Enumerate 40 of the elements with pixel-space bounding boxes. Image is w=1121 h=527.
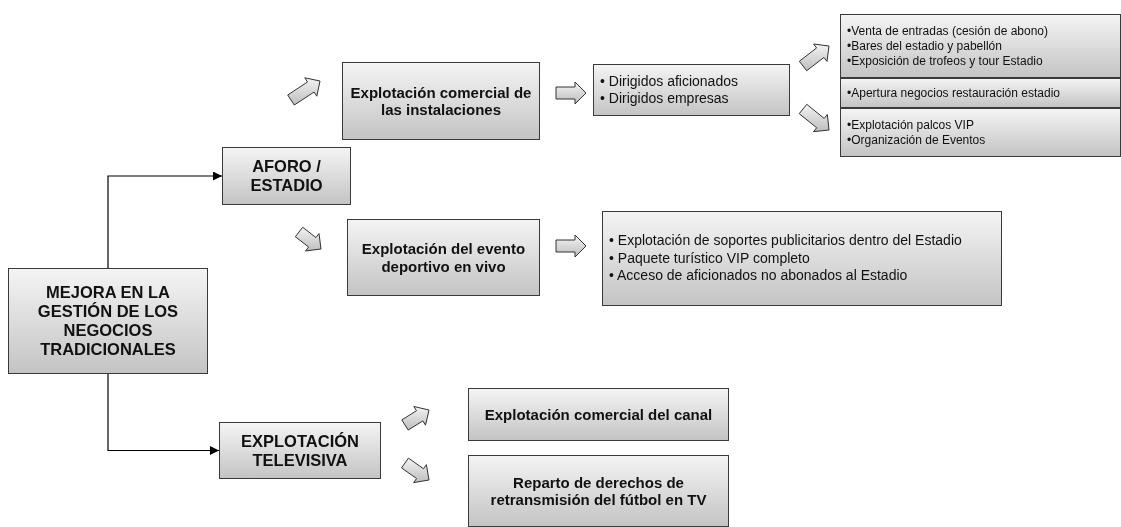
block-arrow [401,406,430,431]
block-arrow [401,457,430,484]
process-box [840,14,1121,78]
bullet-item: •Apertura negocios restauración estadio [847,85,1061,101]
process-box [347,219,540,296]
block-arrow [798,43,830,72]
block-arrow [798,103,830,133]
bullet-item: •Organización de Eventos [847,132,987,148]
process-box [342,62,540,140]
process-box [840,108,1121,157]
block-arrow [287,77,321,106]
process-box [219,422,381,479]
bullet-item: • Dirigidos empresas [600,90,730,108]
bullet-item: •Exposición de trofeos y tour Estadio [847,53,1044,69]
bullet-item: • Explotación de soportes publicitarios dentro del Estadio [609,232,963,250]
bullet-item: • Paquete turístico VIP completo [609,249,811,268]
process-box [468,455,729,527]
block-arrow [555,81,587,105]
block-arrow [555,234,587,258]
box-label: Reparto de derechos de retransmisión del fútbol en TV [489,473,708,509]
block-arrow [294,226,322,252]
process-box [602,211,1002,306]
process-box [222,147,351,205]
process-box [593,64,790,116]
connector-arrow [107,171,223,269]
box-label: EXPLOTACIÓN TELEVISIVA [240,431,360,470]
box-label: Explotación comercial de las instalaciones [349,83,533,119]
bullet-item: •Explotación palcos VIP [847,117,975,133]
bullet-item: •Bares del estadio y pabellón [847,38,1003,54]
process-box [840,78,1121,108]
box-label: MEJORA EN LA GESTIÓN DE LOS NEGOCIOS TRADICIONALES [36,283,180,359]
bullet-item: • Acceso de aficionados no abonados al Estadio [609,267,909,285]
box-label: Explotación comercial del canal [484,405,713,424]
process-box [8,268,208,374]
bullet-item: • Dirigidos aficionados [600,72,739,90]
box-label: Explotación del evento deportivo en vivo [360,240,527,275]
process-box [468,388,729,441]
connector-arrow [107,373,220,455]
bullet-item: •Venta de entradas (cesión de abono) [847,23,1049,39]
box-label: AFORO / ESTADIO [249,157,324,195]
